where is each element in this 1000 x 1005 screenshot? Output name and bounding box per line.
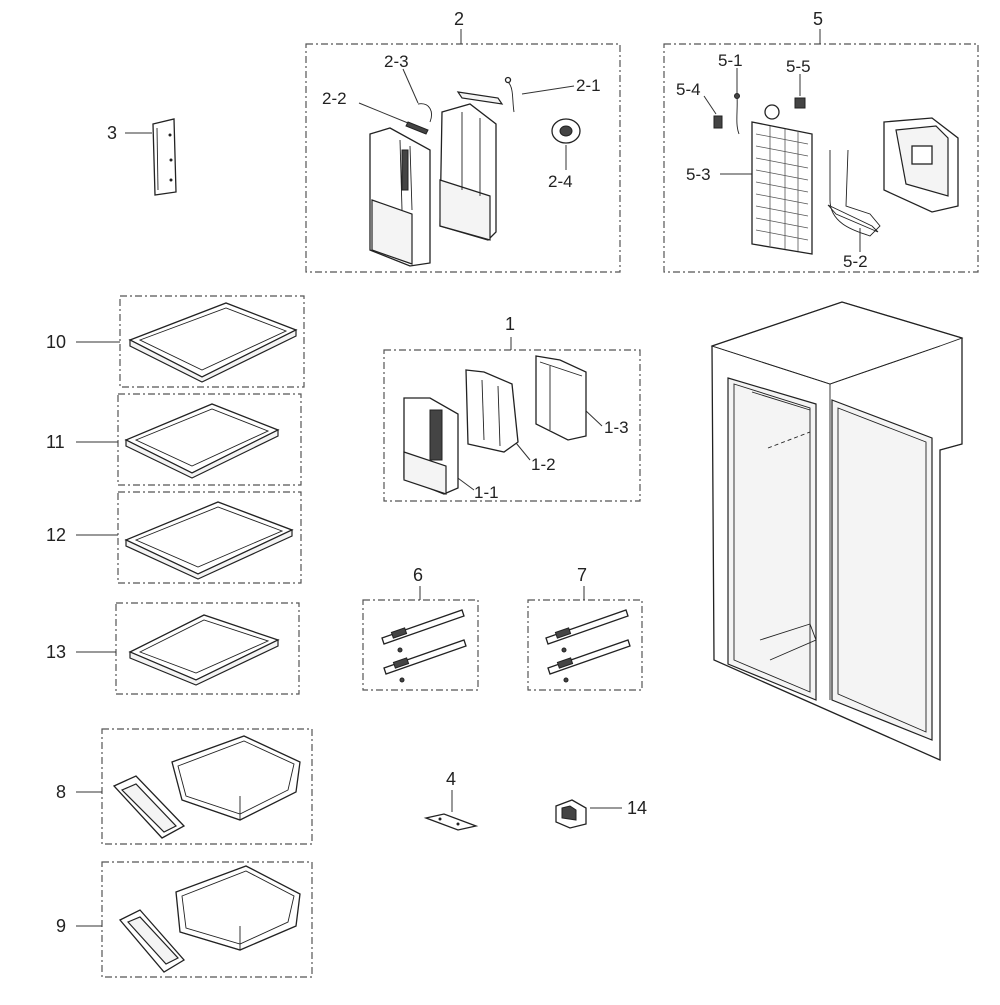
label-6: 6 bbox=[413, 565, 424, 585]
label-2: 2 bbox=[454, 9, 465, 29]
label-2-2: 2-2 bbox=[322, 89, 347, 108]
part-14 bbox=[555, 799, 587, 829]
label-7: 7 bbox=[577, 565, 588, 585]
group-1-parts bbox=[403, 355, 587, 495]
label-9: 9 bbox=[56, 916, 67, 936]
label-10: 10 bbox=[46, 332, 67, 352]
part-4 bbox=[423, 813, 479, 831]
label-12: 12 bbox=[46, 525, 67, 545]
group-13-box bbox=[115, 602, 300, 695]
shelf-10 bbox=[128, 302, 298, 383]
label-1-1: 1-1 bbox=[474, 483, 499, 502]
group-5-box bbox=[663, 43, 979, 273]
label-5-3: 5-3 bbox=[686, 165, 711, 184]
rails-6 bbox=[381, 609, 467, 683]
label-2-3: 2-3 bbox=[384, 52, 409, 71]
drawer-8 bbox=[112, 735, 301, 839]
group-10-box bbox=[119, 295, 305, 388]
label-1-3: 1-3 bbox=[604, 418, 629, 437]
label-2-1: 2-1 bbox=[576, 76, 601, 95]
label-5-1: 5-1 bbox=[718, 51, 743, 70]
group-2-box bbox=[305, 43, 621, 273]
group-2-parts bbox=[369, 76, 581, 267]
group-5-parts bbox=[713, 93, 959, 255]
group-1-box bbox=[383, 349, 641, 502]
label-8: 8 bbox=[56, 782, 67, 802]
group-6-box bbox=[362, 599, 479, 691]
label-5-2: 5-2 bbox=[843, 252, 868, 271]
part-3-panel bbox=[152, 118, 177, 196]
shelf-11 bbox=[124, 403, 280, 479]
label-1: 1 bbox=[505, 314, 516, 334]
label-5-5: 5-5 bbox=[786, 57, 811, 76]
group-12-box bbox=[117, 491, 302, 584]
label-14: 14 bbox=[627, 798, 648, 818]
group-11-box bbox=[117, 393, 302, 486]
group-9-box bbox=[101, 861, 313, 978]
label-1-2: 1-2 bbox=[531, 455, 556, 474]
label-11: 11 bbox=[46, 432, 65, 452]
drawer-9 bbox=[118, 865, 301, 973]
label-5: 5 bbox=[813, 9, 824, 29]
shelf-12 bbox=[124, 501, 294, 580]
group-7-box bbox=[527, 599, 643, 691]
refrigerator-cabinet bbox=[710, 301, 964, 761]
shelf-13 bbox=[128, 614, 280, 686]
rails-7 bbox=[545, 609, 631, 683]
label-13: 13 bbox=[46, 642, 67, 662]
leader-lines bbox=[76, 29, 861, 927]
group-8-box bbox=[101, 728, 313, 845]
label-4: 4 bbox=[446, 769, 457, 789]
label-5-4: 5-4 bbox=[676, 80, 701, 99]
label-2-4: 2-4 bbox=[548, 172, 573, 191]
label-3: 3 bbox=[107, 123, 118, 143]
